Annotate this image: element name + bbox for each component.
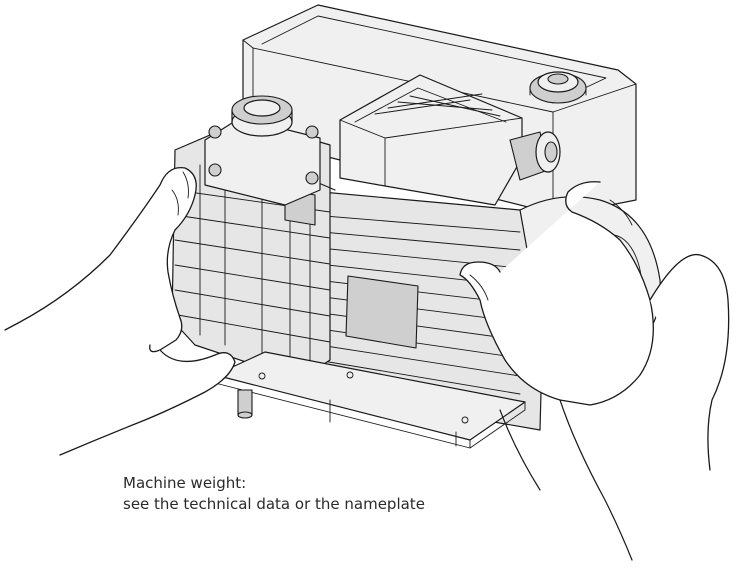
base-plate bbox=[214, 351, 526, 449]
caption-line-2: see the technical data or the nameplate bbox=[123, 495, 425, 513]
top-plug bbox=[529, 71, 587, 104]
caption-line-1: Machine weight: bbox=[123, 474, 247, 492]
right-hand bbox=[459, 181, 730, 561]
nameplate bbox=[345, 275, 419, 349]
inlet-port bbox=[204, 95, 321, 206]
weight-caption: Machine weight: see the technical data o… bbox=[123, 473, 425, 515]
cable-gland bbox=[509, 131, 561, 181]
terminal-box bbox=[339, 74, 523, 206]
left-hand bbox=[4, 166, 236, 456]
